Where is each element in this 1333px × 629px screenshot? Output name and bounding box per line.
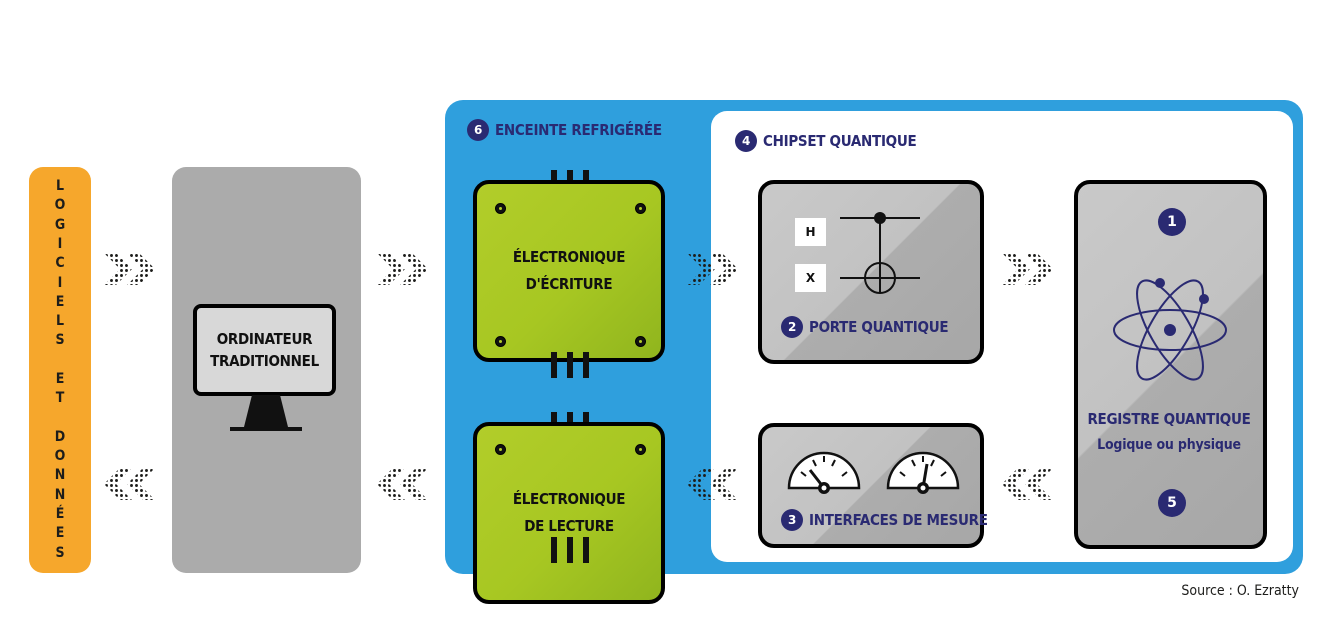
gauge-icon: [886, 451, 960, 494]
gate-label-text: PORTE QUANTIQUE: [809, 318, 949, 336]
register-title: REGISTRE QUANTIQUE: [1087, 410, 1251, 428]
chevron-left-arrows-icon: [377, 468, 428, 500]
x-gate: X: [795, 264, 826, 292]
write-board-line1: ÉLECTRONIQUE: [512, 248, 626, 266]
enclosure-number-badge: 6: [467, 119, 489, 141]
screw-icon: [635, 203, 646, 214]
chevron-right-arrows-icon: [1002, 253, 1053, 285]
chevron-right-arrows-icon: [687, 253, 738, 285]
register-subtitle: Logique ou physique: [1097, 437, 1241, 453]
computer-label-line1: ORDINATEUR: [216, 330, 313, 348]
atom-icon: [1113, 278, 1227, 381]
register-number-badge-bottom: 5: [1158, 489, 1186, 517]
monitor-stand-icon: [230, 395, 302, 431]
gate-number-badge: 2: [781, 316, 803, 338]
hadamard-gate: H: [795, 218, 826, 246]
screw-icon: [495, 444, 506, 455]
chevron-left-arrows-icon: [1002, 468, 1053, 500]
screw-icon: [635, 444, 646, 455]
chevron-right-arrows-icon: [377, 253, 428, 285]
chevron-left-arrows-icon: [687, 468, 738, 500]
register-number-badge-top: 1: [1158, 208, 1186, 236]
quantum-gate-label: 2 PORTE QUANTIQUE: [781, 316, 949, 338]
enclosure-title-text: ENCEINTE REFRIGÉRÉE: [495, 121, 662, 139]
screw-icon: [495, 203, 506, 214]
measure-label-text: INTERFACES DE MESURE: [809, 511, 988, 529]
source-caption: Source : O. Ezratty: [1181, 583, 1299, 599]
write-board-line2: D'ÉCRITURE: [525, 275, 613, 293]
connector-pins-icon: [551, 352, 589, 378]
enclosure-title: 6 ENCEINTE REFRIGÉRÉE: [467, 119, 662, 141]
chevron-left-arrows-icon: [104, 468, 155, 500]
cnot-gate-icon: [840, 212, 920, 294]
chipset-title-text: CHIPSET QUANTIQUE: [763, 132, 917, 150]
connector-pins-icon: [551, 537, 589, 563]
measurement-label: 3 INTERFACES DE MESURE: [781, 509, 988, 531]
gauge-icon: [787, 451, 861, 494]
screw-icon: [635, 336, 646, 347]
screw-icon: [495, 336, 506, 347]
chevron-right-arrows-icon: [104, 253, 155, 285]
read-board-line2: DE LECTURE: [524, 517, 614, 535]
read-board-line1: ÉLECTRONIQUE: [512, 490, 626, 508]
chipset-number-badge: 4: [735, 130, 757, 152]
monitor-icon: ORDINATEUR TRADITIONNEL: [193, 304, 336, 396]
chipset-title: 4 CHIPSET QUANTIQUE: [735, 130, 917, 152]
computer-label-line2: TRADITIONNEL: [210, 352, 319, 370]
measure-number-badge: 3: [781, 509, 803, 531]
